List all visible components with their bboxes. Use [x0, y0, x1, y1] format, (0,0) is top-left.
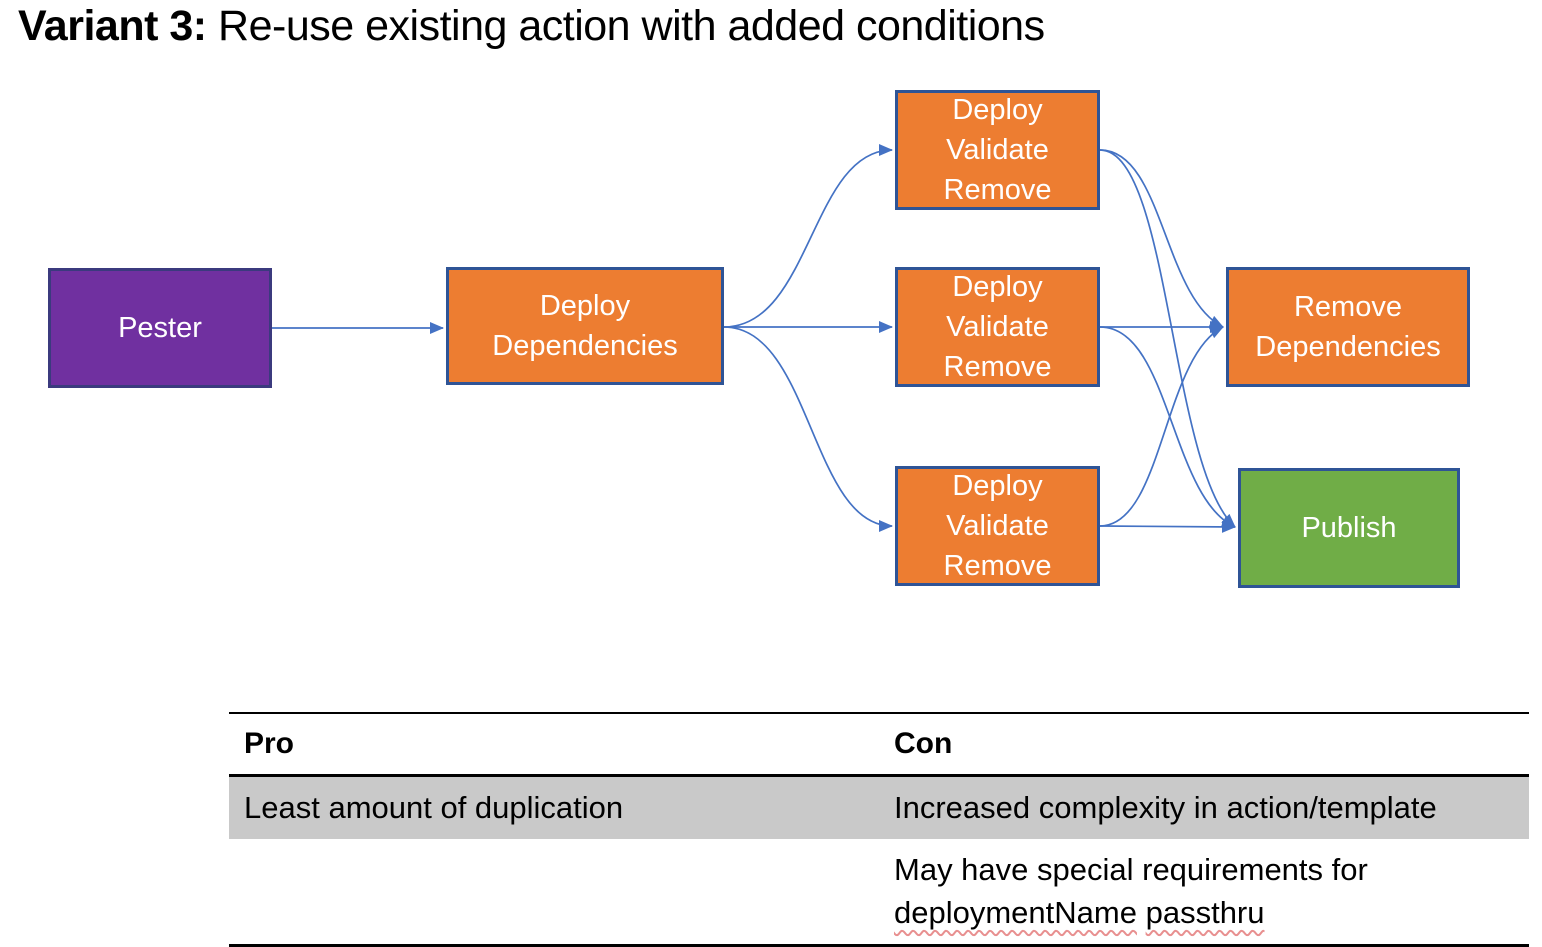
con-cell: May have special requirements for deploy… — [879, 839, 1529, 947]
node-deploy-validate-remove-bottom: Deploy Validate Remove — [895, 466, 1100, 586]
node-remove-dependencies: Remove Dependencies — [1226, 267, 1470, 387]
table-row: May have special requirements for deploy… — [229, 839, 1529, 947]
arrow-deploy-dependencies-to-dvr-top — [723, 144, 893, 328]
misspelled-word: passthru — [1145, 895, 1265, 931]
arrow-dvr-bottom-to-remove-dependencies — [1099, 326, 1224, 527]
page-title: Variant 3: Re-use existing action with a… — [18, 2, 1045, 51]
node-publish: Publish — [1238, 468, 1460, 588]
arrow-dvr-top-to-publish — [1099, 149, 1236, 528]
table-row: Least amount of duplication Increased co… — [229, 775, 1529, 839]
title-rest: Re-use existing action with added condit… — [206, 2, 1045, 50]
arrow-dvr-top-to-remove-dependencies — [1099, 149, 1224, 328]
misspelled-word: deploymentName — [894, 895, 1137, 931]
node-deploy-dependencies: Deploy Dependencies — [446, 267, 724, 385]
pro-con-table: Pro Con Least amount of duplication Incr… — [229, 712, 1529, 947]
pro-cell: Least amount of duplication — [244, 790, 624, 825]
con-cell-line2: deploymentName passthru — [894, 891, 1519, 934]
pro-cell — [229, 839, 879, 947]
node-deploy-validate-remove-top: Deploy Validate Remove — [895, 90, 1100, 210]
table-header-row: Pro Con — [229, 712, 1529, 777]
title-prefix: Variant 3: — [18, 2, 207, 50]
arrow-deploy-dependencies-to-dvr-bottom — [723, 326, 893, 532]
table-header-pro: Pro — [229, 712, 879, 777]
con-cell-line1: May have special requirements for — [894, 852, 1368, 887]
arrow-dvr-bottom-to-publish — [1099, 520, 1236, 533]
node-deploy-validate-remove-middle: Deploy Validate Remove — [895, 267, 1100, 387]
node-pester: Pester — [48, 268, 272, 388]
con-cell: Increased complexity in action/template — [894, 790, 1437, 825]
table-header-con: Con — [879, 712, 1529, 777]
